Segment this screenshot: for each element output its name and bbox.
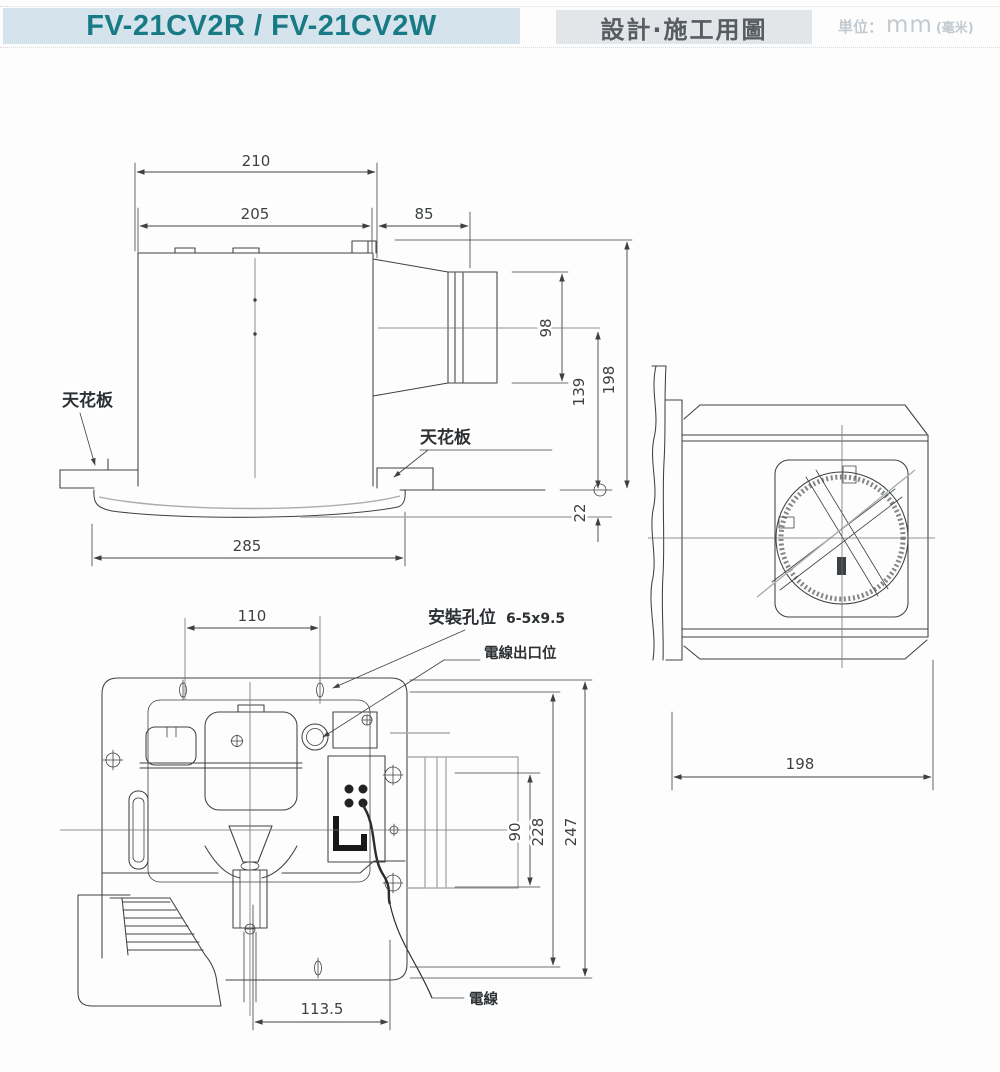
power-wire-label: 電線: [469, 990, 498, 1008]
dim-depth-inner: 228: [529, 818, 547, 847]
dim-grille-depth: 22: [571, 503, 589, 522]
dim-rear-width: 198: [786, 755, 815, 773]
dim-depth-overall: 247: [562, 818, 580, 847]
dim-duct-width: 90: [506, 822, 524, 841]
drawing-type-label: 設計·施工用圖: [600, 15, 768, 44]
bottom-view: 110 90 228 247 113.5 安裝孔位 6-5x9.5 電線出口位 …: [60, 605, 593, 1031]
dim-body-width: 205: [241, 205, 270, 223]
mounting-holes-spec: 6-5x9.5: [506, 611, 565, 627]
ceiling-label-right: 天花板: [420, 427, 472, 448]
ceiling-label-left: 天花板: [62, 390, 114, 411]
unit-prefix: 単位：: [838, 18, 884, 36]
internal-wire: [361, 803, 392, 905]
model-title-bar: FV-21CV2R / FV-21CV2W: [3, 8, 520, 44]
dim-duct-center-height: 139: [570, 378, 588, 407]
mounting-holes-label: 安裝孔位: [428, 607, 496, 628]
rear-view: 198: [648, 365, 935, 791]
wire-outlet-label: 電線出口位: [484, 644, 557, 662]
wire-outlet-hole: [301, 723, 329, 751]
duct-stub-outline: [390, 732, 519, 889]
dim-duct-diameter: 98: [537, 318, 555, 337]
unit-value: mm: [886, 12, 933, 38]
fan-mechanism: [77, 699, 433, 1007]
unit-note: 単位： mm (毫米): [838, 12, 996, 44]
drawing-type-bar: 設計·施工用圖: [556, 10, 812, 44]
dim-overall-width: 210: [242, 152, 271, 170]
header-top-rule: [0, 6, 1000, 7]
power-cord: [389, 903, 433, 999]
dim-hole-pitch: 110: [238, 607, 267, 625]
side-view: 210 205 85 98 139 198 22 285 天花板 天花板: [59, 150, 633, 567]
unit-suffix: (毫米): [935, 21, 974, 36]
dim-grille-width: 285: [233, 537, 262, 555]
dim-duct-length: 85: [414, 205, 433, 223]
header-bottom-rule: [0, 47, 1000, 48]
model-title: FV-21CV2R / FV-21CV2W: [86, 9, 437, 42]
dim-body-height: 198: [600, 366, 618, 395]
dim-center-offset: 113.5: [301, 1000, 344, 1018]
